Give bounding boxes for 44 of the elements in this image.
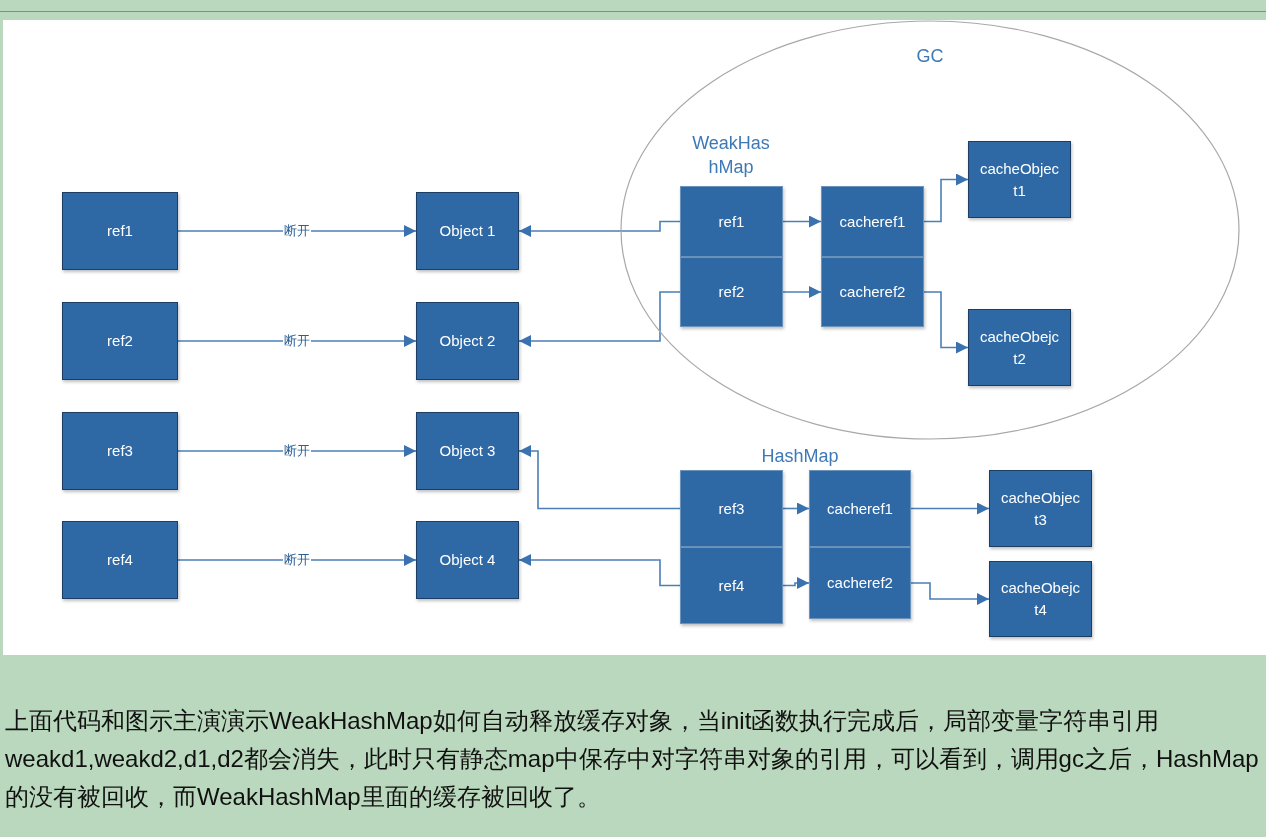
edge-label: 断开 — [283, 223, 311, 238]
group-title: HashMap — [760, 445, 840, 468]
edge-label: 断开 — [283, 552, 311, 567]
object-box: cacheObjec t3 — [989, 470, 1092, 547]
caption-paragraph: 上面代码和图示主演演示WeakHashMap如何自动释放缓存对象，当init函数执行完成后，局部变量字符串引用weakd1,weakd2,d1,d2都会消失，此时只有静态map中保存中对字符串对象的引用，可以看到，调用gc之后，HashMap的没有被回收，而WeakHashMap里面的缓存被回收了。 — [5, 706, 1260, 812]
object-box: ref3 — [62, 412, 178, 490]
group-title: WeakHas hMap — [691, 132, 771, 179]
object-box: Object 2 — [416, 302, 519, 380]
object-box: ref1 — [62, 192, 178, 270]
object-box: cacheObejc t2 — [968, 309, 1071, 386]
object-box: ref3 — [680, 470, 783, 547]
arrow — [782, 215, 822, 228]
object-box: cacheObejc t4 — [989, 561, 1092, 637]
object-box: ref1 — [680, 186, 783, 257]
object-box: cacheref2 — [809, 547, 911, 619]
arrow — [177, 335, 417, 347]
arrow — [782, 286, 822, 298]
arrow — [518, 445, 681, 510]
edge-label: 断开 — [283, 333, 311, 348]
arrow — [782, 577, 810, 589]
arrow — [177, 554, 417, 566]
edge-label: 断开 — [283, 443, 311, 458]
object-box: ref4 — [62, 521, 178, 599]
arrow — [923, 173, 969, 223]
object-box: cacheObjec t1 — [968, 141, 1071, 218]
object-box: cacheref2 — [821, 257, 924, 327]
arrow — [910, 582, 990, 605]
object-box: cacheref1 — [821, 186, 924, 257]
object-box: ref2 — [680, 257, 783, 327]
object-box: cacheref1 — [809, 470, 911, 547]
object-box: ref4 — [680, 547, 783, 624]
arrow — [910, 502, 990, 515]
ellipse-title: GC — [915, 46, 945, 67]
arrow — [923, 291, 969, 354]
object-box: Object 4 — [416, 521, 519, 599]
object-box: Object 3 — [416, 412, 519, 490]
object-box: Object 1 — [416, 192, 519, 270]
arrow — [177, 225, 417, 237]
arrow — [177, 445, 417, 457]
arrow — [518, 220, 681, 237]
arrow — [518, 554, 681, 587]
object-box: ref2 — [62, 302, 178, 380]
arrow — [782, 502, 810, 515]
arrow — [518, 291, 681, 347]
